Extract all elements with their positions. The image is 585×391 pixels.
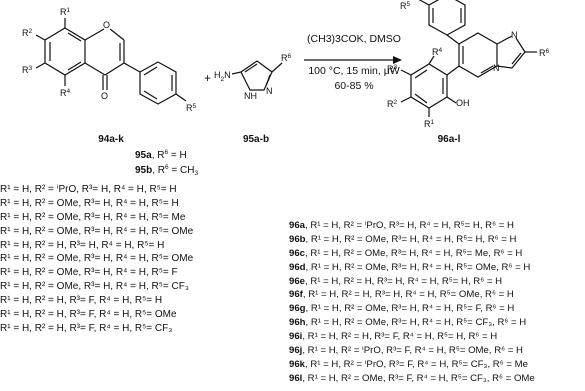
list-item: 96a, R¹ = H, R² = ⁱPrO, R³= H, R⁴ = H, R…	[289, 220, 514, 231]
reaction-arrow	[304, 56, 402, 64]
list-item: R¹ = H, R² = H, R³= F, R⁴ = H, R⁵= CF₃	[0, 322, 173, 334]
list-item: R¹ = H, R² = OMe, R³= H, R⁴ = H, R⁵= H	[0, 197, 179, 209]
r6-label-reactant: R6	[281, 53, 292, 63]
isoflavone-structure: O O R1 R2 R3 R4 R5	[22, 7, 197, 113]
product-structure: N N OH R6 R5 R4 R3 R2 R1	[387, 0, 550, 129]
list-item: 96j, R¹ = H, R² = ⁱPrO, R³= F, R⁴ = H, R…	[289, 345, 523, 357]
r6-definition-95a: 95a, R6 = H	[135, 149, 187, 161]
ring-oxygen-label: O	[103, 20, 110, 30]
compound-label-94: 94a-k	[98, 134, 124, 145]
list-item: R¹ = H, R² = H, R³= F, R⁴ = H, R⁵= OMe	[0, 309, 177, 321]
yield-text: 60-85 %	[334, 80, 373, 92]
r2-label-product: R2	[387, 99, 398, 109]
r5-label: R5	[186, 103, 197, 113]
pyrazole-n-label: N	[266, 86, 273, 96]
r6-definition-95b: 95b, R6 = CH3	[135, 164, 199, 177]
r1-label: R1	[60, 7, 71, 17]
list-item: 96g, R¹ = H, R² = OMe, R³= H, R⁴ = H, R⁵…	[289, 303, 515, 315]
r4-label: R4	[60, 88, 71, 98]
list-item: 96k, R¹ = H, R² = ⁱPrO, R³= F, R⁴ = H, R…	[289, 358, 528, 370]
list-item: 96b, R¹ = H, R² = OMe, R³= H, R⁴ = H, R⁵…	[289, 233, 517, 245]
reagent-text: (CH3)3COK, DMSO	[307, 33, 401, 45]
list-item: R¹ = H, R² = ⁱPrO, R³= H, R⁴ = H, R⁵= H	[0, 184, 177, 195]
pyrazole-nh-label: NH	[244, 91, 257, 101]
list-item: 96f, R¹ = H, R² = H, R³= H, R⁴ = H, R⁵= …	[289, 289, 514, 301]
carbonyl-oxygen-label: O	[101, 91, 108, 101]
list-item: 96h, R¹ = H, R² = OMe, R³= H, R⁴ = H, R⁵…	[289, 317, 527, 329]
compound-label-96: 96a-l	[438, 134, 461, 145]
list-item: R¹ = H, R² = OMe, R³= H, R⁴ = H, R⁵= OMe	[0, 253, 194, 265]
r1-label-product: R1	[424, 119, 435, 129]
amino-label: H2N	[214, 70, 231, 83]
list-item: 96d, R¹ = H, R² = OMe, R³= H, R⁴ = H, R⁵…	[289, 261, 531, 273]
list-item: 96l, R¹ = H, R² = OMe, R³= F, R⁴ = H, R⁵…	[289, 372, 535, 384]
substituent-list-96: 96a, R¹ = H, R² = ⁱPrO, R³= H, R⁴ = H, R…	[289, 219, 535, 386]
list-item: R¹ = H, R² = OMe, R³= H, R⁴ = H, R⁵= Me	[0, 211, 186, 223]
aminopyrazole-structure: H2N N NH R6	[214, 53, 292, 101]
r4-label-product: R4	[432, 47, 443, 57]
list-item: R¹ = H, R² = OMe, R³= H, R⁴ = H, R⁵= CF₃	[0, 281, 189, 293]
conditions-text: 100 °C, 15 min, μW	[308, 65, 399, 77]
list-item: R¹ = H, R² = OMe, R³= H, R⁴ = H, R⁵= F	[0, 267, 178, 279]
r5-label-product: R5	[400, 1, 411, 11]
product-n1-label: N	[511, 30, 518, 40]
hydroxyl-label: OH	[456, 98, 470, 108]
r2-label: R2	[22, 28, 33, 38]
list-item: 96e, R¹ = H, R² = H, R³= H, R⁴ = H, R⁵= …	[289, 275, 503, 287]
plus-sign: +	[204, 71, 211, 85]
list-item: R¹ = H, R² = H, R³= H, R⁴ = H, R⁵= H	[0, 239, 165, 251]
list-item: R¹ = H, R² = OMe, R³= H, R⁴ = H, R⁵= OMe	[0, 225, 194, 237]
list-item: 96c, R¹ = H, R² = OMe, R³= H, R⁴ = H, R⁵…	[289, 247, 523, 259]
list-item: 96i, R¹ = H, R² = H, R³= F, R⁴ = H, R⁵= …	[289, 331, 498, 343]
list-item: R¹ = H, R² = H, R³= F, R⁴ = H, R⁵= H	[0, 295, 163, 307]
product-n2-label: N	[493, 63, 500, 73]
r6-label-product: R6	[539, 48, 550, 58]
substituent-list-94: R¹ = H, R² = ⁱPrO, R³= H, R⁴ = H, R⁵= H …	[0, 183, 193, 336]
r3-label-product: R3	[387, 64, 398, 74]
reaction-scheme: O O R1 R2 R3 R4 R5 + H2N N NH R6 (CH3)3C…	[22, 0, 550, 145]
r3-label: R3	[22, 65, 33, 75]
compound-label-95: 95a-b	[243, 134, 269, 145]
